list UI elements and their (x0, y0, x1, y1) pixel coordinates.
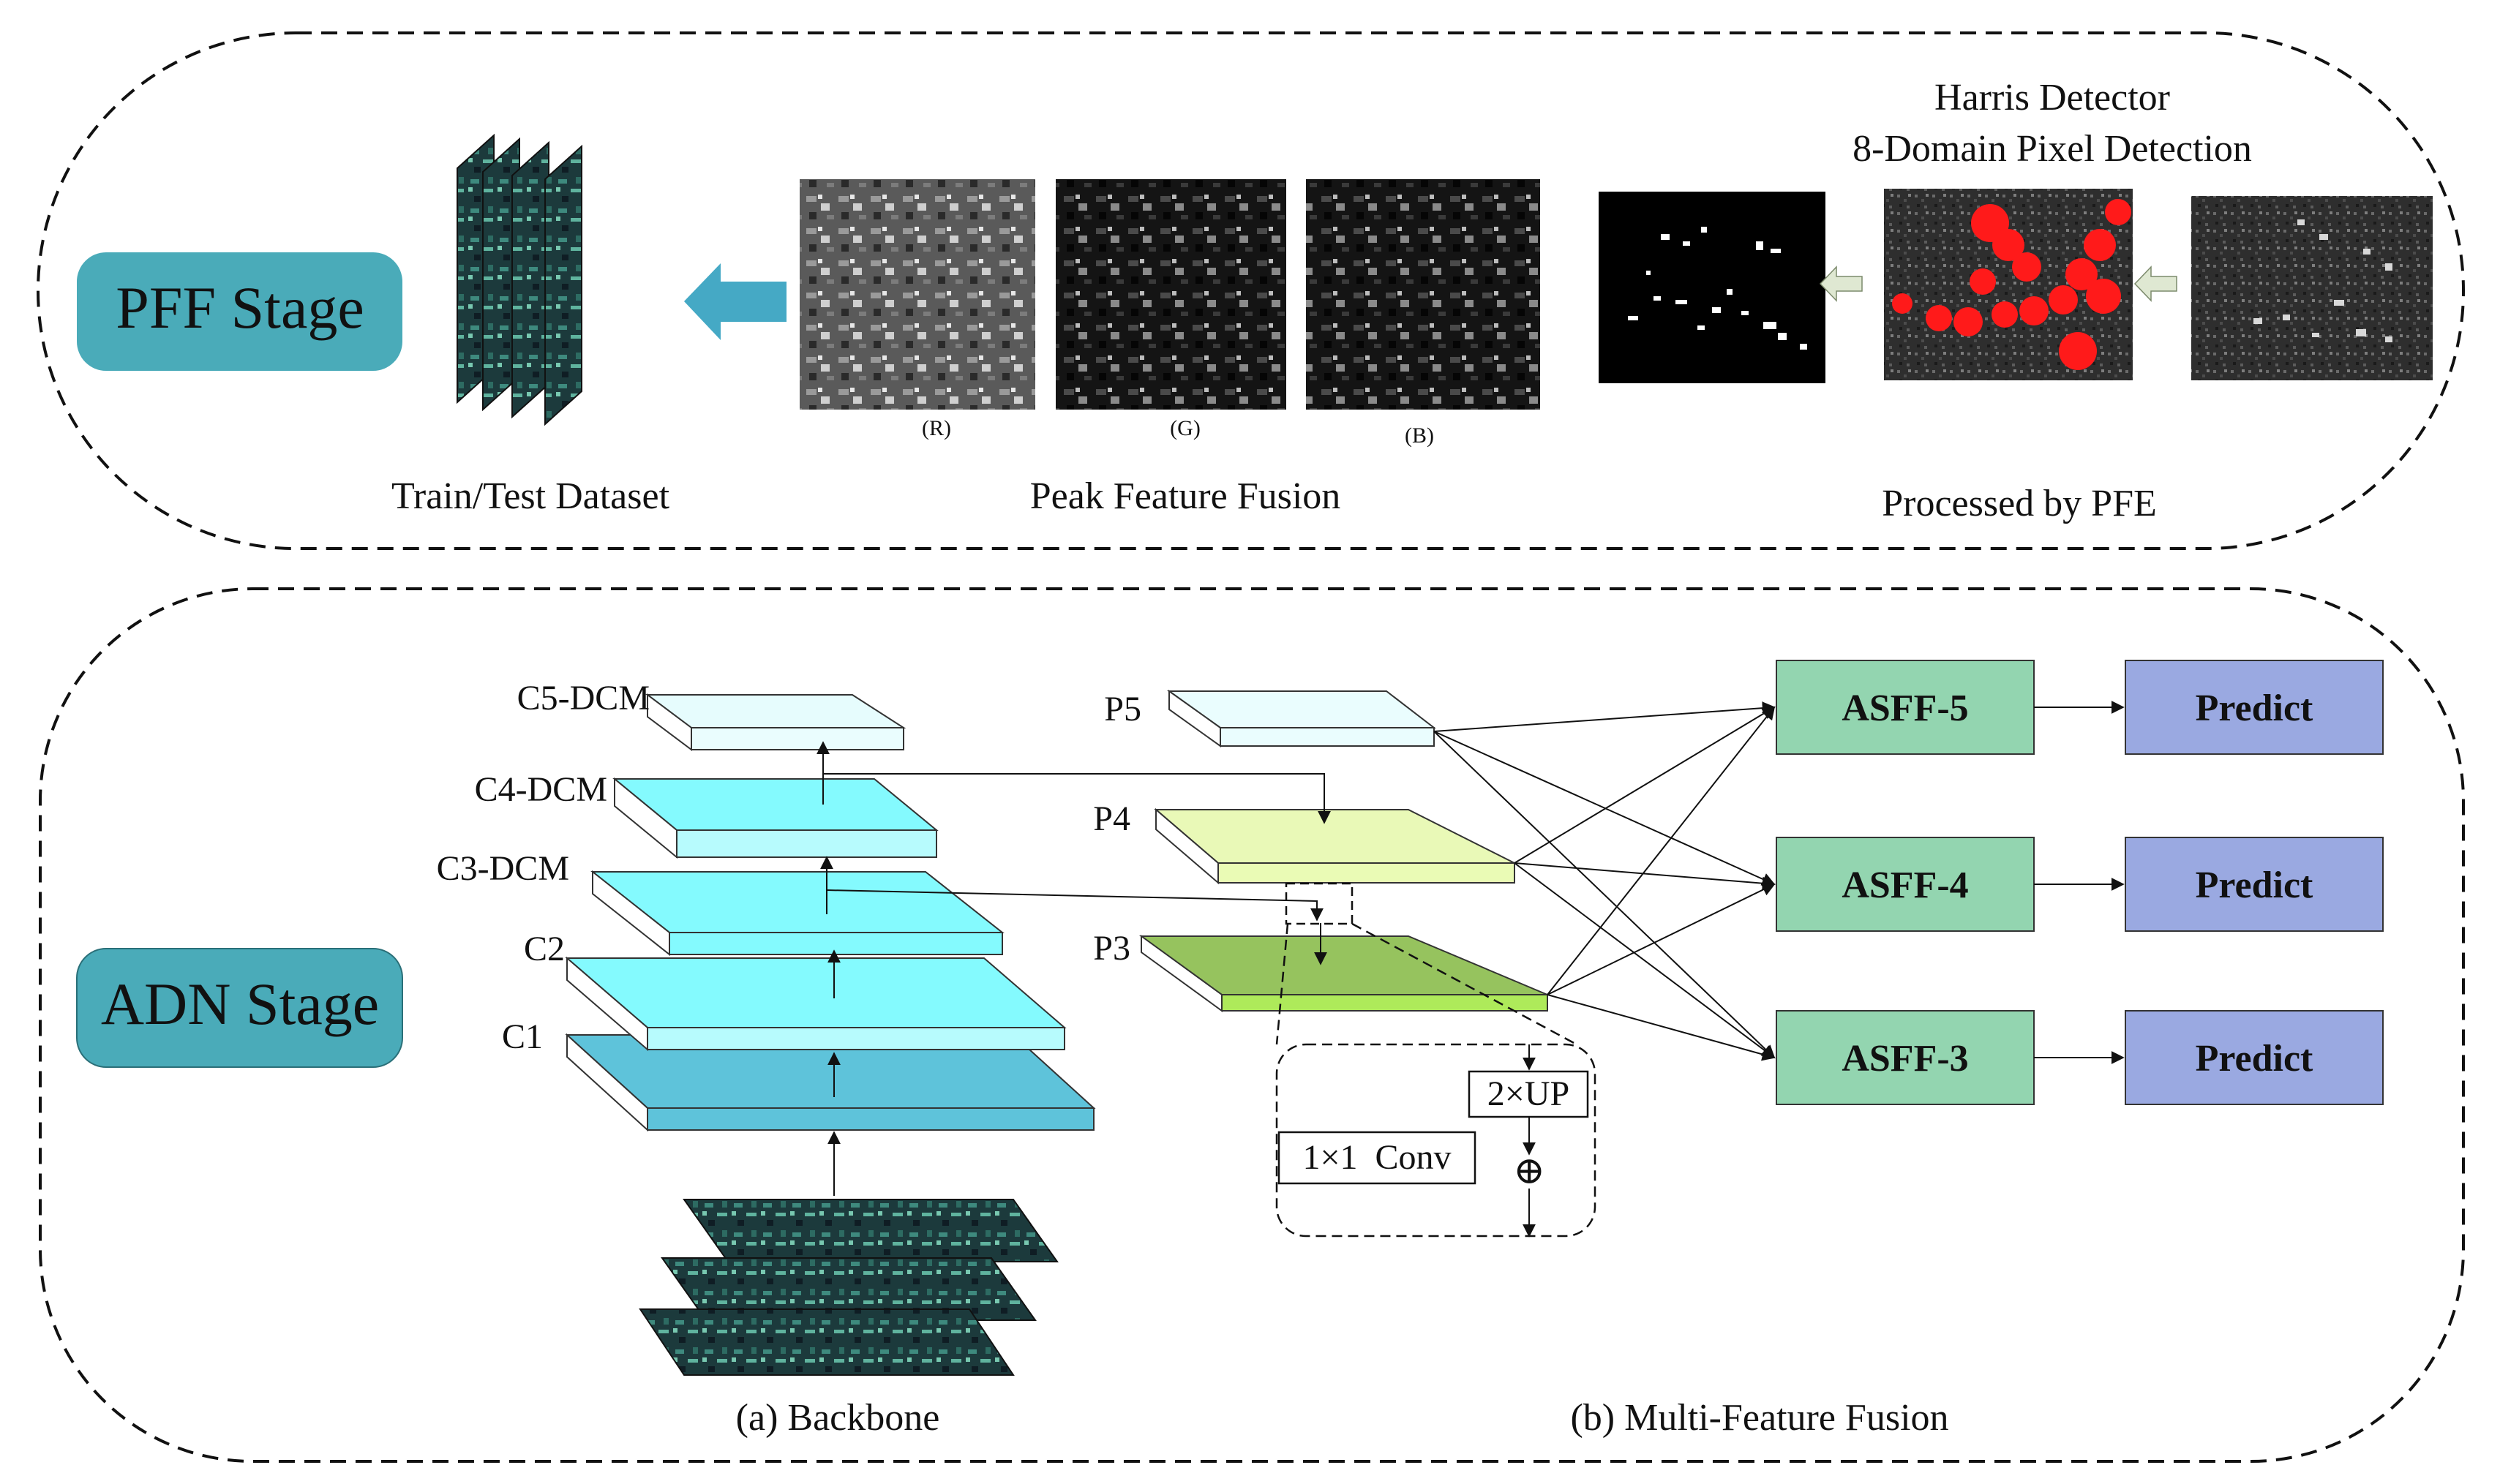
fusion-connections (1433, 701, 2125, 1064)
channel-label-b: (B) (1405, 423, 1434, 448)
pfe-caption: Processed by PFE (1882, 483, 2157, 524)
asff-label-5: ASFF-5 (1842, 688, 1968, 729)
pff-panel: PFF Stage Train/Test Dataset (R) (G) (B)… (37, 31, 2465, 550)
predict-block-3: Predict (2125, 1010, 2384, 1105)
adn-stage-label: ADN Stage (101, 971, 379, 1037)
dataset-image-stack (457, 133, 582, 426)
harris-detection-image (1884, 189, 2133, 380)
predict-label-4: Predict (2196, 865, 2313, 906)
pyramid-layer-p3 (1138, 935, 1548, 1012)
channel-image-g (1056, 179, 1286, 410)
detail-expansion: 2×UP ⊕ 1×1 Conv (1275, 1043, 1596, 1238)
input-sar-image (2191, 196, 2433, 380)
sum-node: ⊕ (1513, 1150, 1545, 1192)
multi-feature-fusion-caption: (b) Multi-Feature Fusion (1570, 1397, 1948, 1439)
pyramid-label-p5: P5 (1104, 690, 1141, 728)
lateral-arrows (823, 773, 1331, 965)
backbone-label-c2: C2 (524, 930, 565, 968)
harris-subtitle: 8-Domain Pixel Detection (1853, 128, 2252, 170)
pyramid-label-p4: P4 (1093, 799, 1130, 838)
dataset-caption: Train/Test Dataset (391, 475, 670, 517)
pyramid-layer-p5 (1166, 690, 1436, 747)
backbone-label-c3: C3-DCM (437, 849, 569, 888)
asff-label-4: ASFF-4 (1842, 865, 1968, 906)
pff-stage-label: PFF Stage (116, 274, 364, 341)
pfe-arrow-right (2133, 265, 2177, 302)
channel-label-g: (G) (1170, 416, 1201, 440)
backbone-label-c4: C4-DCM (475, 770, 607, 809)
pyramid-layer-p4 (1154, 807, 1515, 885)
backbone-layer-c1 (565, 1033, 1096, 1132)
adn-panel-border (39, 587, 2465, 1463)
upsample-label: 2×UP (1487, 1074, 1569, 1113)
channel-image-r (800, 179, 1035, 410)
adn-panel: ADN Stage (39, 587, 2465, 1463)
backbone-layer-c2 (565, 956, 1067, 1052)
fusion-caption: Peak Feature Fusion (1030, 475, 1341, 517)
backbone-layer-c3 (590, 870, 1005, 957)
harris-title: Harris Detector (1934, 77, 2170, 118)
asff-block-4: ASFF-4 (1776, 837, 2035, 932)
backbone-layer-c4 (612, 777, 939, 859)
conv-box (1277, 1131, 1476, 1185)
pff-panel-border (37, 31, 2465, 550)
asff-label-3: ASFF-3 (1842, 1038, 1968, 1080)
backbone-input-stack (639, 1199, 1059, 1376)
channel-image-b (1306, 179, 1540, 410)
upsample-box (1468, 1070, 1589, 1118)
predict-label-3: Predict (2196, 1038, 2313, 1080)
predict-block-4: Predict (2125, 837, 2384, 932)
detail-selection-box (1285, 882, 1354, 925)
pff-stage-badge (77, 252, 402, 371)
asff-block-5: ASFF-5 (1776, 660, 2035, 755)
predict-block-5: Predict (2125, 660, 2384, 755)
pyramid-label-p3: P3 (1093, 929, 1130, 968)
asff-block-3: ASFF-3 (1776, 1010, 2035, 1105)
backbone-label-c1: C1 (502, 1017, 543, 1056)
binary-result-image (1599, 192, 1825, 383)
channel-label-r: (R) (922, 416, 951, 440)
backbone-layer-c5 (645, 693, 906, 751)
fusion-output-arrow (684, 263, 787, 340)
predict-label-5: Predict (2196, 688, 2313, 729)
pfe-arrow-left (1819, 265, 1863, 302)
conv-label: 1×1 Conv (1302, 1138, 1451, 1177)
adn-stage-badge (76, 948, 403, 1068)
backbone-label-c5: C5-DCM (517, 679, 650, 717)
backbone-caption: (a) Backbone (736, 1397, 940, 1439)
